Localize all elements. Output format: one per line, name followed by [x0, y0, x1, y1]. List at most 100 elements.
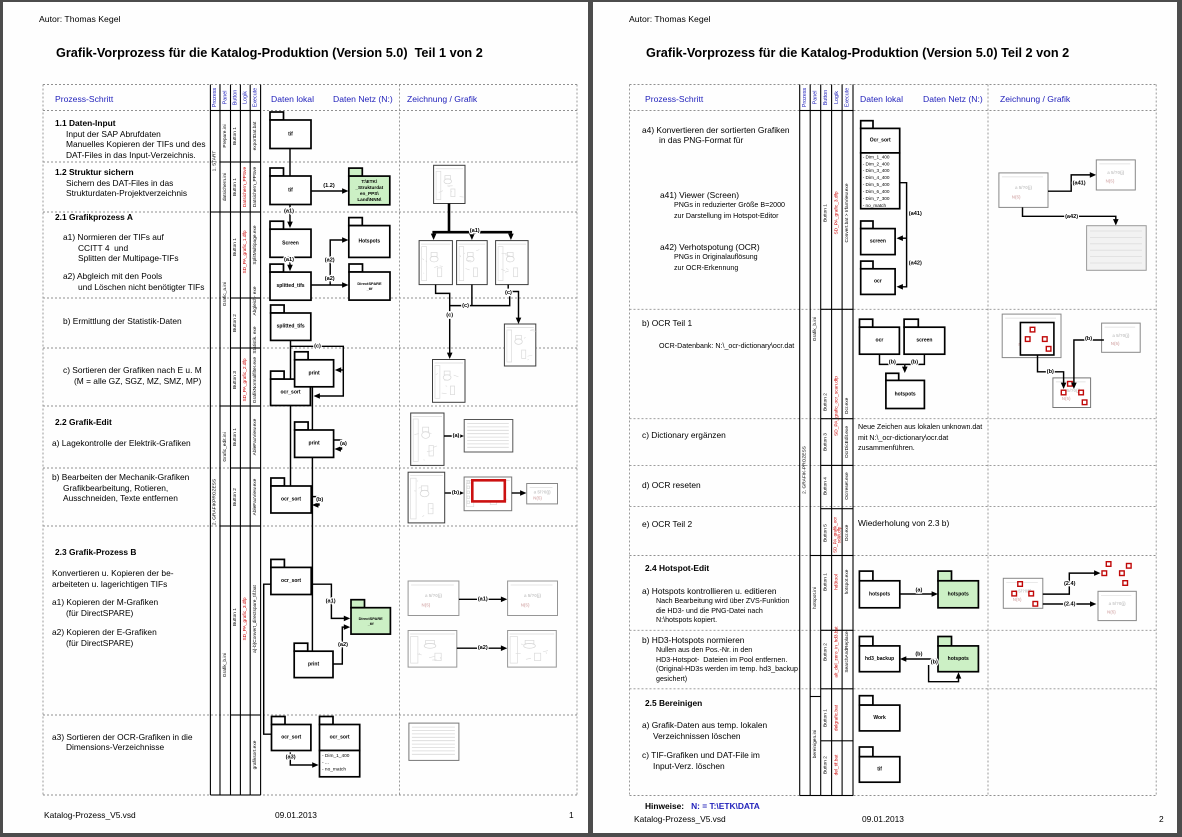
svg-text:(a): (a) — [340, 441, 347, 447]
svg-text:Prepare.ini: Prepare.ini — [222, 124, 228, 147]
svg-text:bereinigen.ini: bereinigen.ini — [812, 730, 818, 759]
svg-text:2. GRAFIK-PROZESS: 2. GRAFIK-PROZESS — [801, 446, 807, 494]
svg-text:(a1): (a1) — [470, 228, 480, 234]
svg-text:Datsichern_PPSve: Datsichern_PPSve — [242, 167, 248, 208]
svg-text:(a): (a) — [915, 588, 922, 594]
svg-text:alt_del_zero_in_hd3.bat: alt_del_zero_in_hd3.bat — [833, 626, 839, 678]
svg-text:tif: tif — [288, 187, 293, 193]
svg-text:(b): (b) — [1085, 336, 1092, 342]
svg-text:hotspots: hotspots — [948, 591, 969, 597]
svg-text:SD_PA_grafic_3.dfp: SD_PA_grafic_3.dfp — [242, 597, 248, 640]
svg-text:N(5): N(5) — [1062, 396, 1071, 401]
svg-text:- no_match: - no_match — [863, 203, 887, 208]
svg-text:(a1): (a1) — [284, 209, 294, 215]
svg-text:(b): (b) — [915, 652, 922, 658]
svg-text:a 5/?0(j): a 5/?0(j) — [1112, 333, 1130, 338]
svg-text:Button 2: Button 2 — [823, 643, 829, 661]
svg-text:Convert.bat > IrfanView.exe: Convert.bat > IrfanView.exe — [844, 183, 850, 242]
svg-text:ocr_sort: ocr_sort — [330, 735, 350, 741]
svg-text:Button 3: Button 3 — [823, 433, 829, 451]
svg-text:- no_match: - no_match — [322, 766, 346, 772]
svg-text:- Dim_4_400: - Dim_4_400 — [863, 175, 890, 180]
svg-text:Button 2: Button 2 — [823, 756, 829, 774]
svg-text:Button 2: Button 2 — [232, 488, 238, 506]
svg-text:GrafikNormalfilter.exe: GrafikNormalfilter.exe — [252, 357, 258, 403]
svg-text:(a1): (a1) — [478, 597, 488, 603]
svg-text:(a2): (a2) — [478, 645, 488, 651]
svg-text:screen: screen — [870, 239, 886, 245]
svg-text:(2.4): (2.4) — [1064, 601, 1076, 607]
svg-text:(c): (c) — [462, 303, 469, 309]
svg-text:a 5/?0(j): a 5/?0(j) — [524, 593, 542, 598]
svg-text:a 5/?0(j): a 5/?0(j) — [425, 593, 443, 598]
svg-text:Prozess: Prozess — [212, 87, 218, 107]
svg-text:(a2): (a2) — [338, 642, 348, 648]
svg-text:delgrafic.bat: delgrafic.bat — [833, 704, 839, 731]
svg-text:Grafik_b.ini: Grafik_b.ini — [812, 317, 818, 341]
svg-text:- Dim_1_400: - Dim_1_400 — [322, 753, 350, 759]
svg-text:a 5/?0(j): a 5/?0(j) — [1015, 185, 1033, 190]
svg-text:Screen: Screen — [282, 240, 299, 246]
svg-text:hotspots: hotspots — [948, 656, 969, 662]
svg-text:SD_PA_grafik_ocr: SD_PA_grafik_ocr — [832, 517, 837, 553]
svg-text:2. GRAFIKPROZESS: 2. GRAFIKPROZESS — [212, 479, 218, 525]
svg-text:Ocrreset.exe: Ocrreset.exe — [844, 472, 850, 500]
svg-text:_tif: _tif — [366, 286, 374, 291]
svg-text:(b): (b) — [889, 360, 896, 366]
svg-text:SplitMultipage.exe: SplitMultipage.exe — [252, 225, 258, 265]
svg-text:Statistik. exe: Statistik. exe — [252, 326, 258, 354]
svg-text:OcrDicEdit.exe: OcrDicEdit.exe — [844, 426, 850, 458]
svg-text:Ocr.exe: Ocr.exe — [844, 524, 850, 541]
svg-text:(a2): (a2) — [325, 257, 335, 263]
svg-text:Execute: Execute — [252, 88, 258, 107]
svg-text:Button 4: Button 4 — [823, 477, 829, 495]
svg-text:Panel: Panel — [812, 91, 818, 105]
svg-text:screen: screen — [916, 338, 932, 344]
svg-text:- Dim_3_400: - Dim_3_400 — [863, 168, 890, 173]
svg-text:Panel: Panel — [222, 91, 228, 105]
svg-text:scan.dfp: scan.dfp — [837, 526, 842, 543]
svg-text:en_PPS\: en_PPS\ — [360, 191, 379, 196]
svg-text:Button 2: Button 2 — [823, 393, 829, 411]
svg-text:Abgleich- exe: Abgleich- exe — [252, 286, 258, 315]
svg-text:T:\ETK\: T:\ETK\ — [361, 179, 378, 184]
svg-text:- Dim_5_400: - Dim_5_400 — [863, 182, 890, 187]
svg-text:Logik: Logik — [242, 91, 248, 104]
svg-text:Button 1: Button 1 — [232, 608, 238, 626]
svg-text:- Dim_2_400: - Dim_2_400 — [863, 161, 890, 166]
svg-text:ocr_sort: ocr_sort — [281, 497, 301, 503]
svg-text:Ocr.exe: Ocr.exe — [844, 397, 850, 414]
svg-text:Button 1: Button 1 — [232, 238, 238, 256]
svg-text:Grafik_b.ini: Grafik_b.ini — [222, 653, 228, 677]
svg-text:AbleFaxView.exe: AbleFaxView.exe — [252, 418, 258, 455]
svg-text:Land\NNN\: Land\NNN\ — [357, 197, 382, 202]
svg-text:_tif: _tif — [367, 621, 375, 626]
svg-text:SD_PA_grafic_1.dfp: SD_PA_grafic_1.dfp — [242, 230, 248, 273]
svg-text:Button 3: Button 3 — [232, 371, 238, 389]
svg-text:Button: Button — [823, 90, 829, 106]
svg-text:Button: Button — [232, 90, 238, 106]
svg-text:SD_PA_grafic_ocr_scan.dfp: SD_PA_grafic_ocr_scan.dfp — [833, 376, 839, 436]
svg-text:(a3): (a3) — [286, 755, 296, 761]
svg-text:Execute: Execute — [845, 88, 851, 107]
svg-text:Button 1: Button 1 — [823, 204, 829, 222]
svg-text:hotspots: hotspots — [869, 591, 890, 597]
svg-text:DirectSPARE: DirectSPARE — [359, 616, 384, 621]
svg-text:ocr_sort: ocr_sort — [281, 735, 301, 741]
svg-text:Prozess: Prozess — [802, 87, 808, 107]
svg-text:(b): (b) — [316, 497, 323, 503]
svg-text:N(5): N(5) — [521, 603, 530, 608]
svg-text:Grafic_edit.ini: Grafic_edit.ini — [222, 432, 228, 461]
svg-text:- ...: - ... — [322, 761, 329, 766]
svg-text:Button 1: Button 1 — [232, 428, 238, 446]
svg-text:Button 1: Button 1 — [232, 178, 238, 196]
svg-text:Button 5: Button 5 — [823, 524, 829, 542]
svg-text:(b): (b) — [911, 360, 918, 366]
svg-text:print: print — [308, 661, 319, 667]
svg-text:splitted_tifs: splitted_tifs — [277, 324, 305, 330]
svg-text:Ocr_sort: Ocr_sort — [870, 138, 891, 144]
svg-text:hotspots: hotspots — [895, 391, 916, 397]
svg-text:N(5): N(5) — [1107, 609, 1116, 614]
svg-text:N(5): N(5) — [1111, 341, 1120, 346]
svg-text:N(5): N(5) — [1013, 597, 1022, 602]
